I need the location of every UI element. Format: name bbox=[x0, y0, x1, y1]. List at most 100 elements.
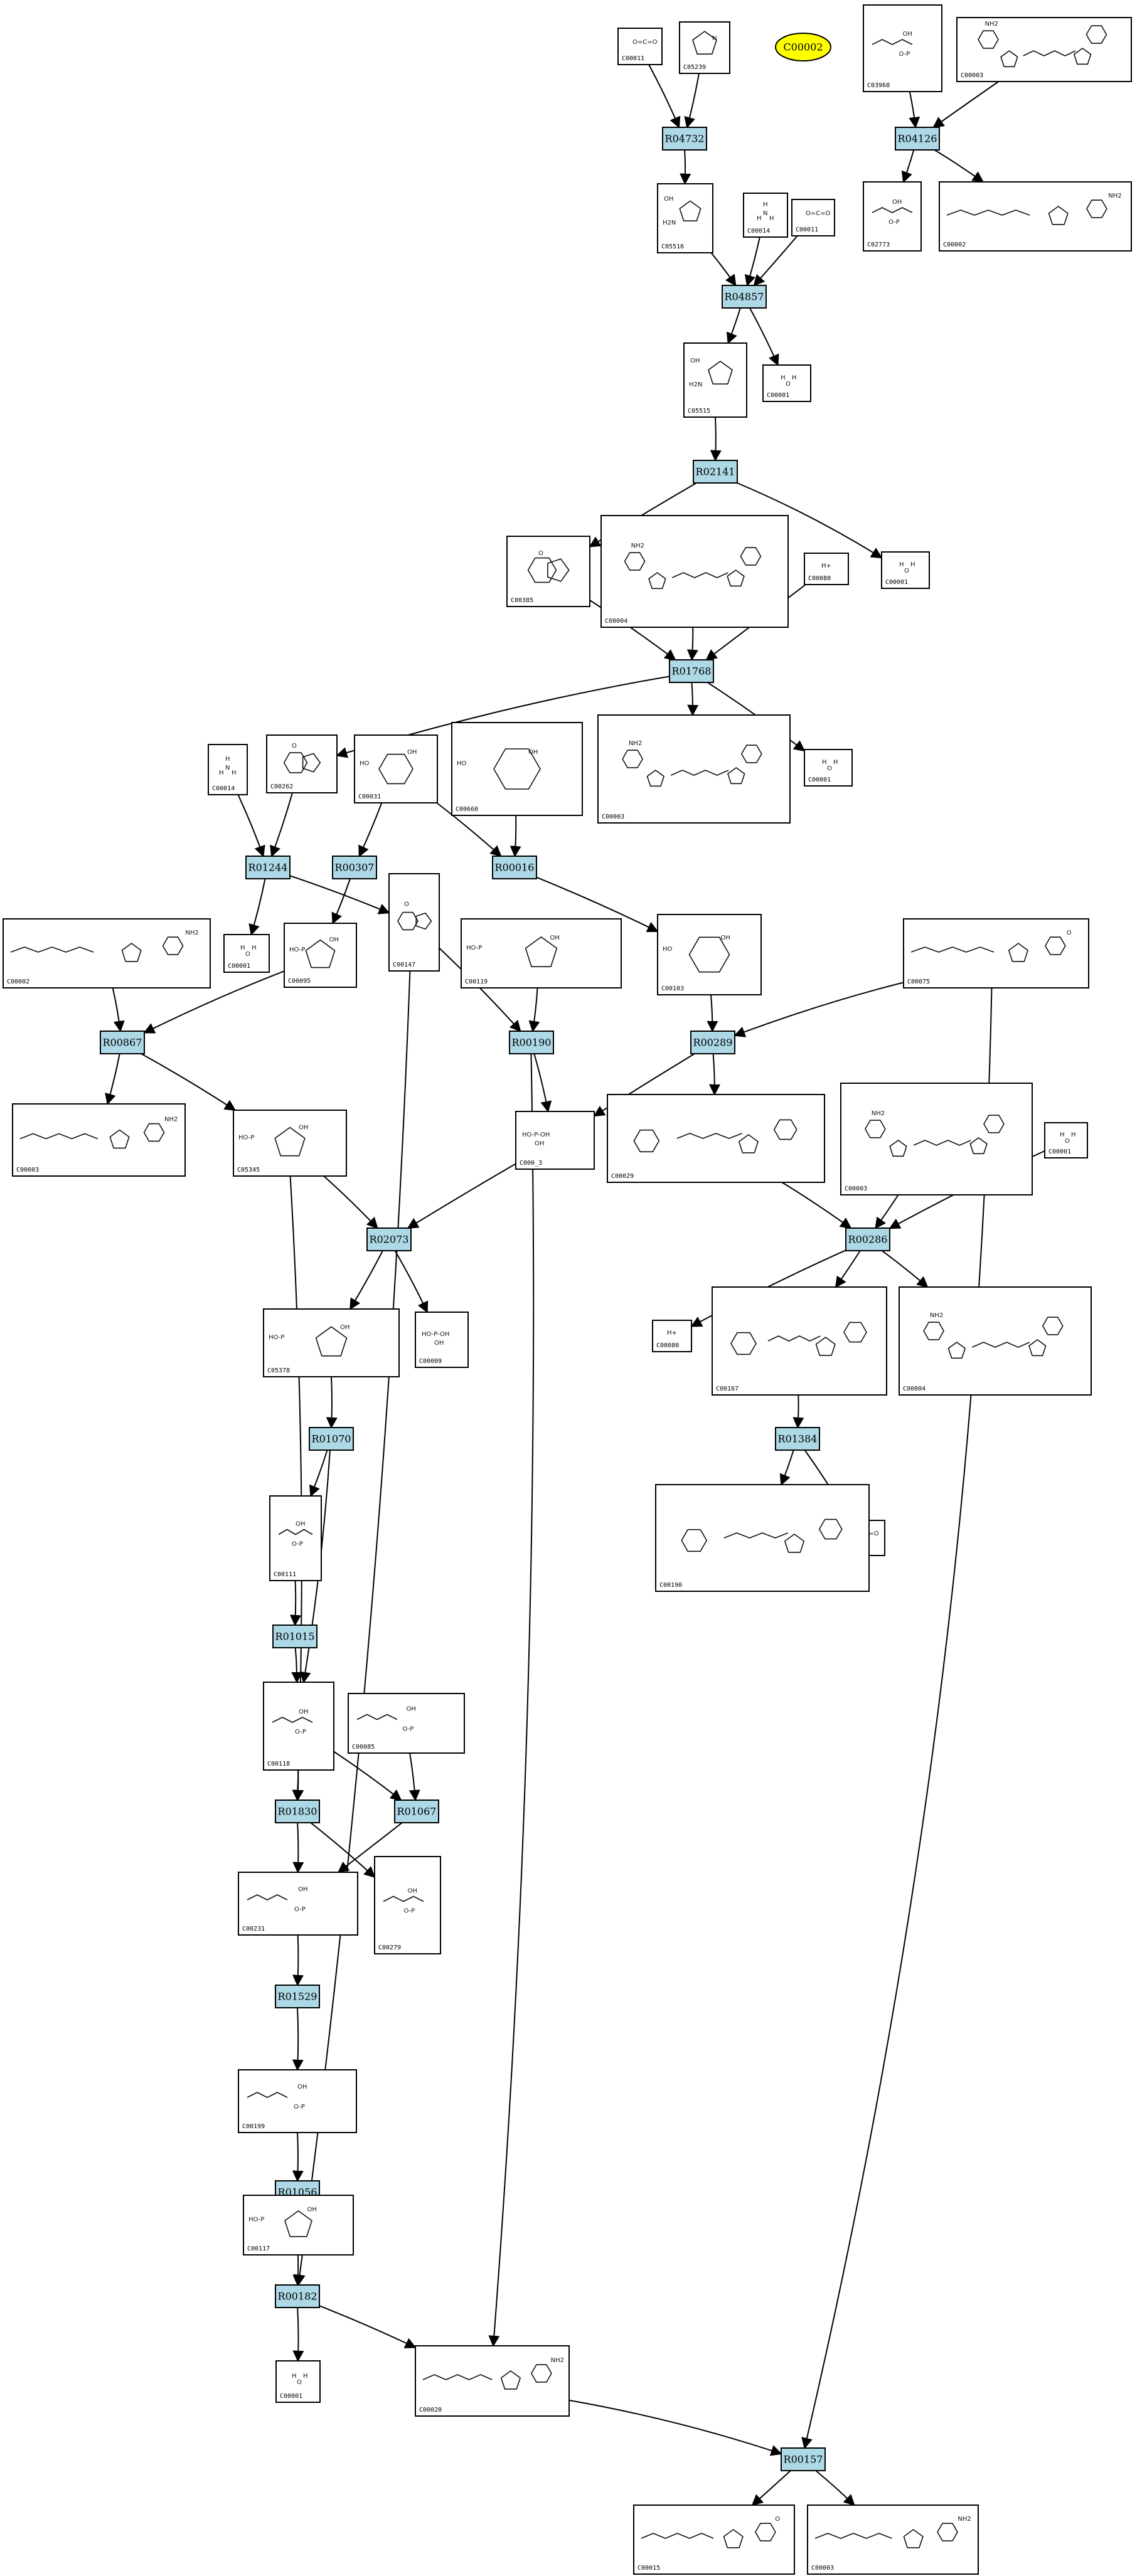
reaction-node[interactable]: R00190 bbox=[509, 1031, 554, 1054]
reaction-node[interactable]: R00307 bbox=[332, 856, 377, 879]
reaction-box bbox=[662, 127, 707, 151]
reaction-node[interactable]: R00867 bbox=[100, 1031, 145, 1054]
reaction-node[interactable]: R00182 bbox=[275, 2284, 320, 2308]
reaction-box bbox=[509, 1031, 554, 1054]
atom-label: OH bbox=[892, 199, 902, 206]
edge-arrow bbox=[237, 794, 265, 857]
compound-node[interactable]: C00029 bbox=[607, 1094, 825, 1183]
atom-label: H bbox=[1071, 1132, 1076, 1138]
reaction-node[interactable]: R00289 bbox=[690, 1031, 735, 1054]
structure-drawing: NH2 bbox=[865, 1110, 1005, 1157]
reaction-node[interactable]: R01244 bbox=[245, 856, 291, 879]
structure-drawing: H+ bbox=[667, 1330, 677, 1337]
root-compound-node[interactable]: C00002 bbox=[775, 33, 831, 61]
compound-node[interactable]: C00190 bbox=[655, 1484, 870, 1592]
reaction-box bbox=[332, 856, 377, 879]
compound-node[interactable]: H+C00080 bbox=[652, 1320, 692, 1352]
compound-label: C02773 bbox=[867, 241, 890, 248]
reaction-node[interactable]: R01067 bbox=[394, 1799, 439, 1823]
compound-box bbox=[743, 193, 788, 238]
reaction-node[interactable]: R04126 bbox=[895, 127, 940, 151]
reaction-node[interactable]: R02141 bbox=[693, 460, 738, 484]
atom-label: HO-P-OH bbox=[522, 1132, 550, 1138]
edge-arrow bbox=[112, 987, 125, 1032]
structure-drawing: NH2 bbox=[10, 930, 199, 962]
compound-label: C00029 bbox=[611, 1173, 634, 1180]
edge-arrow bbox=[710, 416, 722, 462]
edge-layer bbox=[105, 64, 1045, 2506]
reaction-node[interactable]: R01384 bbox=[775, 1427, 820, 1451]
atom-label: H bbox=[757, 215, 762, 222]
reaction-node[interactable]: R00157 bbox=[781, 2447, 826, 2471]
reaction-node[interactable]: R02073 bbox=[366, 1227, 412, 1251]
compound-node[interactable]: H+C00080 bbox=[804, 553, 849, 585]
edge-arrow bbox=[801, 987, 993, 2449]
reaction-node[interactable]: R04732 bbox=[662, 127, 707, 151]
ring-sketch bbox=[624, 552, 646, 571]
reaction-box bbox=[275, 2284, 320, 2308]
compound-node[interactable]: C00167 bbox=[712, 1286, 887, 1396]
atom-label: H bbox=[763, 201, 768, 208]
reaction-node[interactable]: R00286 bbox=[845, 1227, 890, 1251]
atom-label: H bbox=[303, 2373, 308, 2380]
reaction-node[interactable]: R04857 bbox=[722, 285, 767, 309]
atom-label: H bbox=[822, 759, 827, 766]
chain-sketch bbox=[971, 1342, 1030, 1348]
reaction-node[interactable]: R01529 bbox=[275, 1985, 320, 2008]
structure-drawing: HO-POH bbox=[269, 1324, 349, 1357]
reaction-node[interactable]: R01070 bbox=[309, 1427, 354, 1451]
edge-arrow bbox=[349, 1250, 383, 1310]
reaction-node[interactable]: R01015 bbox=[272, 1625, 317, 1648]
compound-box bbox=[597, 714, 791, 824]
reaction-node[interactable]: R01768 bbox=[669, 659, 714, 683]
reaction-node[interactable]: R00016 bbox=[492, 856, 537, 879]
reaction-node[interactable]: R01830 bbox=[275, 1799, 320, 1823]
